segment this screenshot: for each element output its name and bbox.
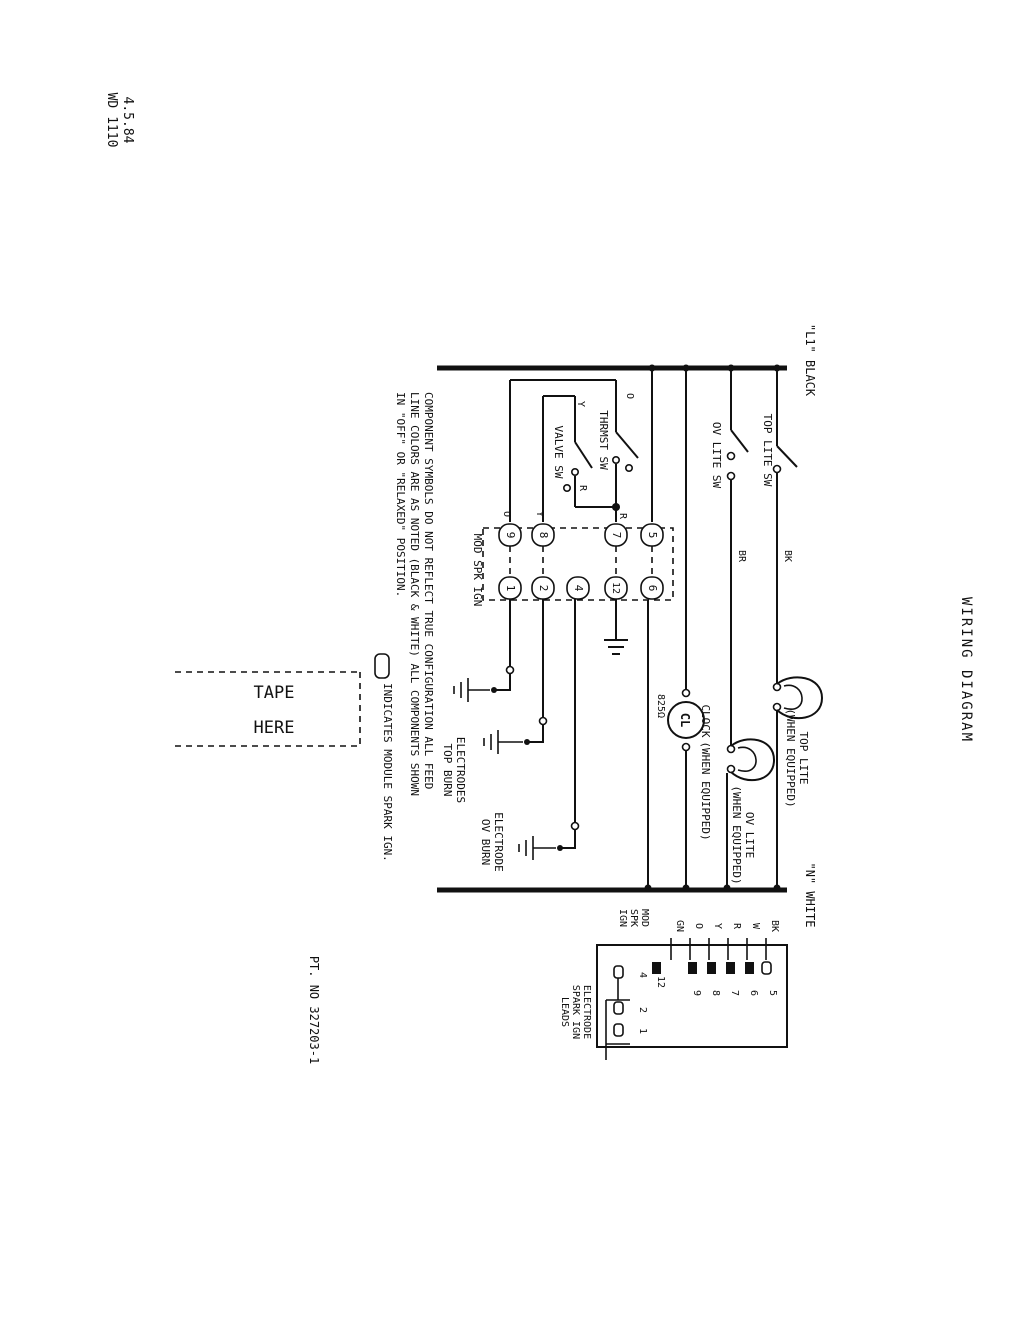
tape-label: TAPE xyxy=(254,683,295,703)
svg-text:TOP LITE: TOP LITE xyxy=(797,732,810,785)
clock-branch xyxy=(667,368,705,888)
ov-lite-load-label: OV LITE (WHEN EQUIPPED) xyxy=(730,785,756,884)
module-right-terminals xyxy=(498,576,664,600)
svg-text:6: 6 xyxy=(646,585,659,592)
svg-text:OV BURN: OV BURN xyxy=(479,819,492,865)
svg-text:7: 7 xyxy=(610,532,623,539)
svg-text:7: 7 xyxy=(729,990,740,996)
connector-box xyxy=(596,944,788,1048)
here-label: HERE xyxy=(254,718,295,738)
module-legend-symbol xyxy=(374,653,390,679)
svg-text:1: 1 xyxy=(504,585,517,592)
n-label: "N" WHITE xyxy=(803,862,817,927)
module-interlinks xyxy=(509,546,653,577)
clock-load-label: CLOCK (WHEN EQUIPPED) xyxy=(699,704,712,840)
svg-text:MOD: MOD xyxy=(639,909,650,927)
svg-text:ELECTRODE: ELECTRODE xyxy=(581,985,592,1039)
component-notes: COMPONENT SYMBOLS DO NOT REFLECT TRUE CO… xyxy=(394,392,435,796)
top-lite-load-label: TOP LITE (WHEN EQUIPPED) xyxy=(784,708,810,807)
svg-text:1: 1 xyxy=(637,1028,648,1034)
tape-here-box xyxy=(175,671,361,747)
resistor-branch xyxy=(647,368,653,888)
svg-text:TOP BURN: TOP BURN xyxy=(441,744,454,797)
wire-color-o-mid: O xyxy=(501,511,512,517)
svg-text:SPARK IGN: SPARK IGN xyxy=(570,985,581,1039)
ov-electrode-lead xyxy=(518,599,580,860)
top-electrode-leads xyxy=(453,599,548,754)
thermostat-switch xyxy=(611,380,639,522)
svg-text:5: 5 xyxy=(767,990,778,996)
connector-lead-lines xyxy=(605,978,630,1060)
l1-label: "L1" BLACK xyxy=(803,324,817,397)
module-right-labels: 6 12 4 2 1 xyxy=(504,582,659,594)
connector-module-label: MOD SPK IGN xyxy=(617,909,650,927)
wire-color-r-mid: R xyxy=(617,513,628,520)
ov-lite-branch xyxy=(726,368,776,888)
wire-color-r-top: R xyxy=(577,485,588,492)
svg-text:4: 4 xyxy=(572,585,585,592)
resistor-label: 825Ω xyxy=(655,694,666,718)
svg-text:CLOCK: CLOCK xyxy=(699,704,712,737)
connector-leads-label: ELECTRODE SPARK IGN LEADS xyxy=(559,985,592,1039)
clock-icon xyxy=(667,701,705,739)
notes-line-1: COMPONENT SYMBOLS DO NOT REFLECT TRUE CO… xyxy=(422,392,435,789)
svg-text:12: 12 xyxy=(610,582,621,594)
svg-text:Y: Y xyxy=(712,923,723,929)
ov-lite-sw-label: OV LITE SW xyxy=(710,422,723,489)
svg-text:8: 8 xyxy=(710,990,721,996)
thrmst-sw-label: THRMST SW xyxy=(597,410,610,470)
diagram-title: WIRING DIAGRAM xyxy=(958,597,974,743)
svg-text:6: 6 xyxy=(748,990,759,996)
svg-text:ELECTRODES: ELECTRODES xyxy=(454,737,467,803)
wire-color-o-top: O xyxy=(624,393,635,399)
svg-text:(WHEN EQUIPPED): (WHEN EQUIPPED) xyxy=(699,741,712,840)
wire-color-y-mid: Y xyxy=(534,511,545,517)
svg-text:(WHEN EQUIPPED): (WHEN EQUIPPED) xyxy=(784,708,797,807)
wire-color-bk: BK xyxy=(782,550,793,562)
svg-text:2: 2 xyxy=(637,1007,648,1013)
svg-text:W: W xyxy=(750,923,761,930)
notes-line-3: IN "OFF" OR "RELAXED" POSITION. xyxy=(394,392,407,597)
svg-text:8: 8 xyxy=(537,532,550,539)
top-electrodes-label: ELECTRODES TOP BURN xyxy=(441,737,467,803)
svg-text:OV LITE: OV LITE xyxy=(743,812,756,858)
svg-text:12: 12 xyxy=(655,976,666,988)
svg-text:GN: GN xyxy=(674,920,685,932)
doc-date: 4.5.84 xyxy=(120,97,135,144)
svg-text:9: 9 xyxy=(504,532,517,539)
connector-pins xyxy=(613,961,772,1037)
svg-text:(WHEN EQUIPPED): (WHEN EQUIPPED) xyxy=(730,785,743,884)
svg-text:IGN: IGN xyxy=(617,909,628,927)
svg-text:2: 2 xyxy=(537,585,550,592)
wire-color-br: BR xyxy=(736,550,747,563)
svg-text:ELECTRODE: ELECTRODE xyxy=(492,812,505,872)
doc-number: WD 1110 xyxy=(104,93,119,148)
valve-sw-label: VALVE SW xyxy=(552,426,565,479)
legend-note: INDICATES MODULE SPARK IGN. xyxy=(381,683,394,862)
svg-text:LEADS: LEADS xyxy=(559,997,570,1027)
ov-electrode-label: ELECTRODE OV BURN xyxy=(479,812,505,872)
svg-text:R: R xyxy=(731,923,742,930)
valve-switch xyxy=(509,379,616,522)
clock-symbol: CL xyxy=(678,713,692,727)
top-lite-branch xyxy=(772,368,824,888)
connector-pin-numbers: 5 6 7 8 9 12 4 2 1 xyxy=(637,972,778,1034)
module-left-labels: 5 7 8 9 xyxy=(504,532,659,539)
connector-wire-labels: BK W R Y O GN xyxy=(674,920,780,932)
svg-text:4: 4 xyxy=(637,972,648,978)
module-ground xyxy=(604,599,628,655)
top-lite-sw-label: TOP LITE SW xyxy=(761,414,774,487)
svg-text:BK: BK xyxy=(769,920,780,932)
svg-text:5: 5 xyxy=(646,532,659,539)
svg-text:O: O xyxy=(693,923,704,929)
part-number: PT. NO 327203-1 xyxy=(307,956,321,1064)
notes-line-2: LINE COLORS ARE AS NOTED (BLACK & WHITE)… xyxy=(408,392,421,796)
spark-module-box xyxy=(482,527,674,601)
module-label: MOD SPK IGN xyxy=(471,534,484,607)
svg-text:9: 9 xyxy=(691,990,702,996)
svg-text:SPK: SPK xyxy=(628,909,639,927)
wire-color-y-top: Y xyxy=(575,401,586,407)
connector-leader-lines xyxy=(670,938,767,960)
